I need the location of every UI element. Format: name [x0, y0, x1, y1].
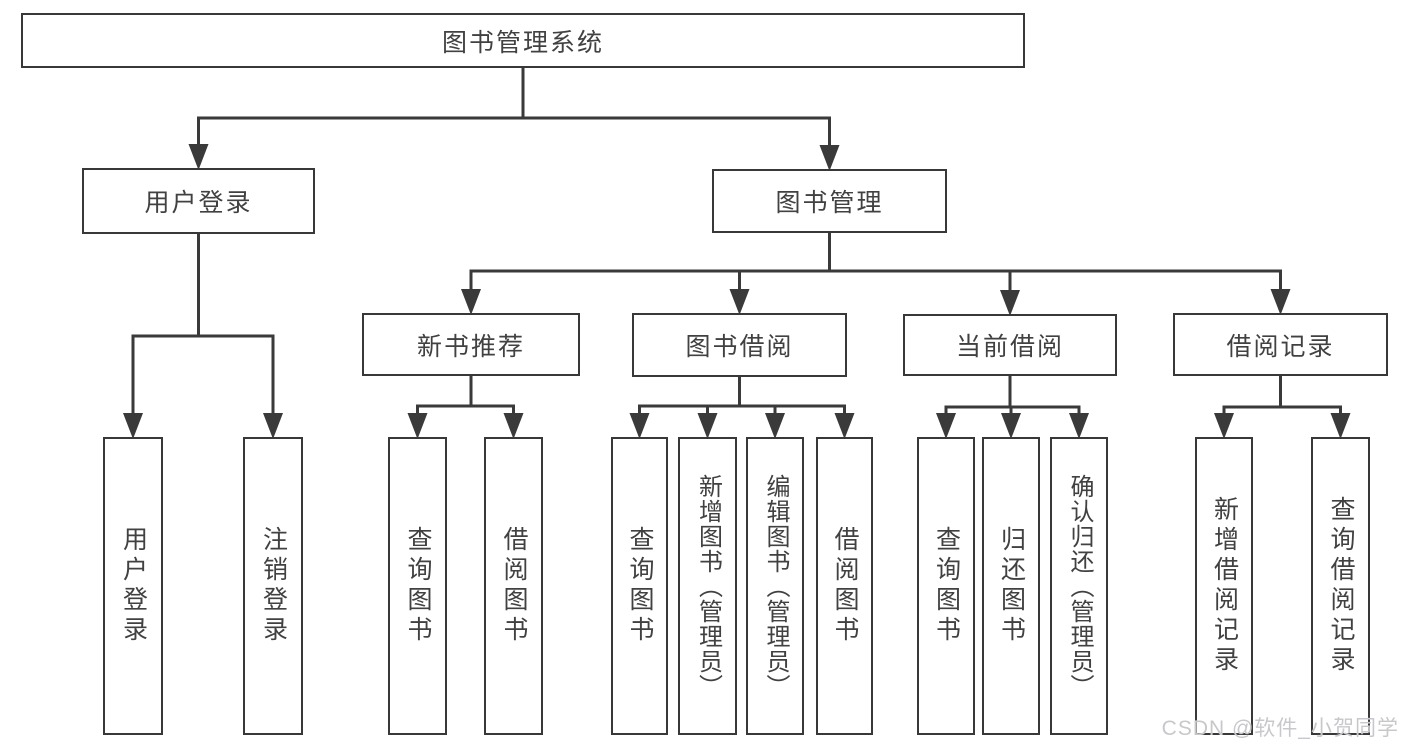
node-leaf-borrow-books-rec: 借阅图书 [484, 437, 543, 735]
node-book-management: 图书管理 [712, 169, 947, 233]
node-leaf-query-books-rec: 查询图书 [388, 437, 447, 735]
node-label: 借阅图书 [500, 526, 528, 646]
node-leaf-borrow-books: 借阅图书 [816, 437, 873, 735]
node-leaf-edit-books-admin: 编辑图书（管理员） [746, 437, 804, 735]
arrowhead-icon [1270, 289, 1291, 315]
node-label: 注销登录 [259, 526, 288, 646]
arrowhead-icon [1000, 290, 1020, 316]
node-label: 新增图书（管理员） [694, 473, 722, 699]
arrowhead-icon [407, 413, 428, 439]
node-book-borrowing: 图书借阅 [632, 313, 847, 377]
arrowhead-icon [819, 145, 840, 171]
node-leaf-confirm-return: 确认归还（管理员） [1050, 437, 1108, 735]
arrowhead-icon [1214, 413, 1234, 439]
arrowhead-icon [461, 289, 481, 315]
arrowhead-icon [188, 144, 209, 170]
node-label: 新书推荐 [416, 332, 525, 361]
arrowhead-icon [834, 413, 855, 439]
node-new-book-recommend: 新书推荐 [362, 313, 580, 376]
node-label: 查询图书 [626, 526, 654, 646]
node-current-borrowing: 当前借阅 [903, 314, 1117, 376]
arrowhead-icon [1330, 413, 1351, 439]
node-label: 编辑图书（管理员） [762, 473, 789, 699]
arrowhead-icon [729, 289, 750, 315]
node-label: 新增借阅记录 [1210, 496, 1239, 676]
arrowhead-icon [697, 413, 718, 439]
arrowhead-icon [503, 413, 524, 439]
csdn-watermark: CSDN @软件_小贺同学 [1161, 717, 1399, 740]
node-leaf-return-books: 归还图书 [982, 437, 1040, 735]
node-label: 当前借阅 [955, 333, 1064, 361]
arrowhead-icon [1001, 413, 1021, 439]
node-label: 查询图书 [932, 526, 961, 646]
node-label: 图书管理 [775, 189, 884, 217]
node-label: 查询借阅记录 [1327, 496, 1355, 676]
node-leaf-add-books-admin: 新增图书（管理员） [678, 437, 737, 735]
node-leaf-add-borrow-record: 新增借阅记录 [1195, 437, 1253, 735]
node-user-login: 用户登录 [82, 168, 315, 234]
node-label: 借阅记录 [1226, 332, 1335, 361]
node-label: 借阅图书 [831, 526, 859, 646]
node-label: 图书管理系统 [441, 28, 604, 57]
node-borrowing-records: 借阅记录 [1173, 313, 1388, 376]
node-leaf-logout: 注销登录 [243, 437, 303, 735]
arrowhead-icon [936, 413, 956, 439]
node-label: 归还图书 [997, 526, 1026, 646]
node-root-system: 图书管理系统 [21, 13, 1025, 68]
node-leaf-query-books-cur: 查询图书 [917, 437, 975, 735]
node-label: 图书借阅 [685, 333, 794, 361]
node-leaf-query-books-bor: 查询图书 [611, 437, 668, 735]
node-label: 查询图书 [404, 526, 432, 646]
node-label: 确认归还（管理员） [1066, 473, 1093, 699]
arrowhead-icon [765, 413, 785, 439]
arrowhead-icon [1069, 413, 1089, 439]
node-label: 用户登录 [144, 189, 253, 217]
arrowhead-icon [629, 413, 650, 439]
arrowhead-icon [263, 413, 283, 439]
node-label: 用户登录 [119, 526, 148, 646]
arrowhead-icon [123, 413, 143, 439]
node-leaf-user-login: 用户登录 [103, 437, 163, 735]
node-leaf-query-borrow-record: 查询借阅记录 [1311, 437, 1370, 735]
